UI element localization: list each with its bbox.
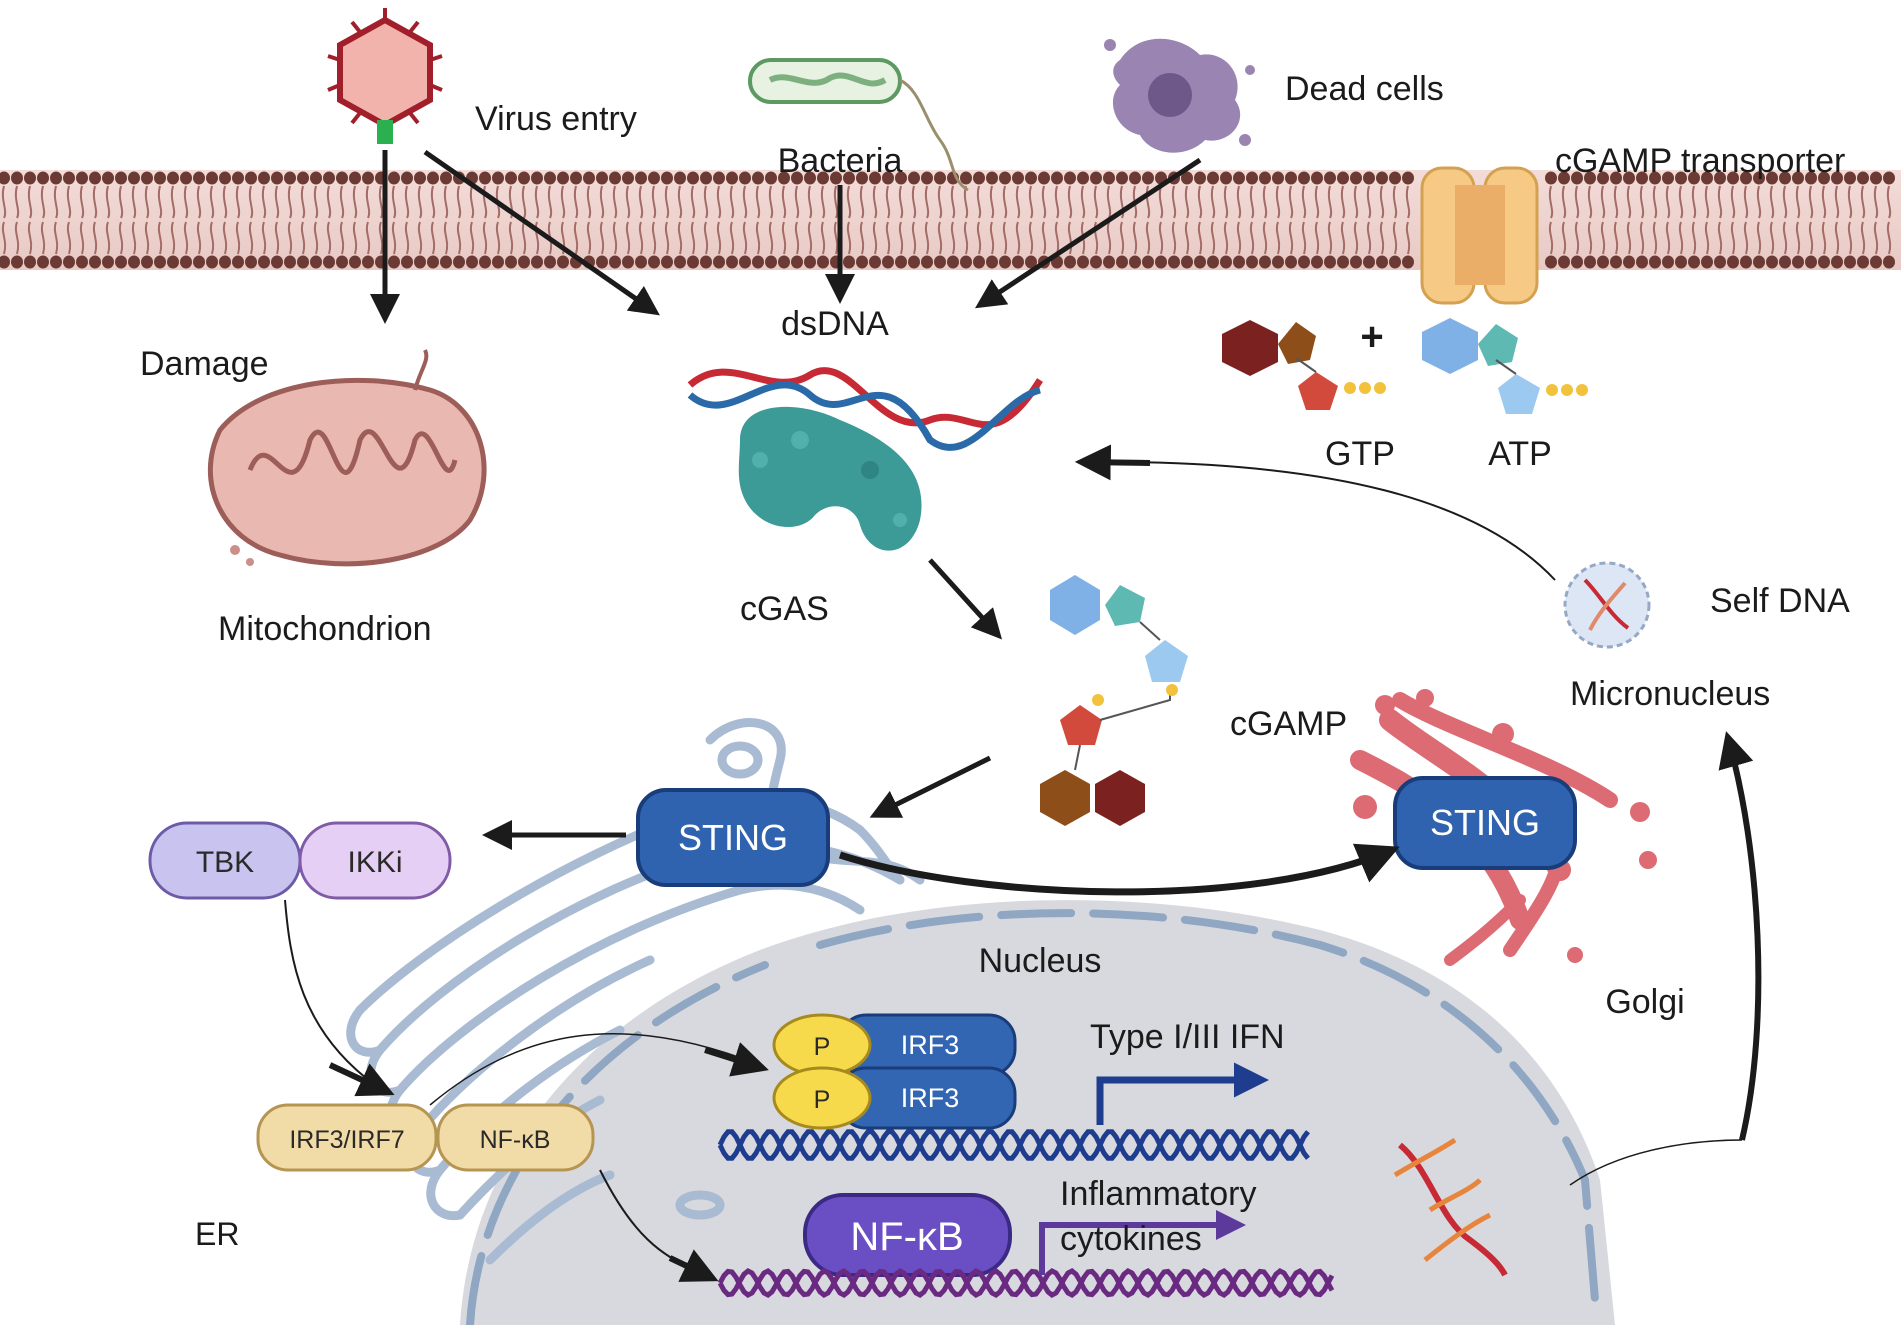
arrow-nuclear-dna-to-micronucleus [1718, 731, 1762, 1141]
sting-golgi-label: STING [1430, 802, 1540, 843]
sting-er-label: STING [678, 817, 788, 858]
nuclear-self-dna-icon [1393, 1137, 1508, 1277]
phospho-top-label: P [814, 1033, 831, 1061]
cgas-label: cGAS [740, 590, 829, 628]
dsdna-icon [687, 367, 1043, 451]
damage-label: Damage [140, 345, 269, 383]
irf3-dimer: IRF3 IRF3 P P [772, 1013, 1017, 1130]
nfkb-nucleus-node: NF-κB [803, 1193, 1012, 1277]
arrow-cgamp-to-sting [869, 755, 992, 818]
arrow-cgas-to-cgamp [928, 558, 1003, 640]
nfkb-cytoplasm-node: NF-κB [436, 1103, 595, 1172]
self-dna-label: Self DNA [1710, 582, 1850, 620]
irf3-bottom-label: IRF3 [901, 1083, 960, 1113]
cgas-protein-icon [738, 406, 922, 551]
dead-cells-label: Dead cells [1285, 70, 1444, 108]
arrow-irf3-to-nucleus-head [704, 1042, 769, 1077]
atp-molecule-icon [1422, 318, 1588, 414]
virus-icon [327, 8, 443, 144]
bacteria-label: Bacteria [778, 142, 903, 180]
bacteria-icon [748, 58, 969, 192]
tbk-label: TBK [196, 846, 254, 879]
arrow-micronucleus-to-cgas-line [1089, 460, 1556, 581]
nfkb-nucleus-label: NF-κB [850, 1215, 963, 1259]
ifn-gene-dna [717, 1129, 1310, 1161]
golgi-vesicles [1353, 689, 1657, 963]
arrow-irf3-to-nucleus-line [429, 1032, 761, 1106]
tbk-node: TBK [148, 821, 302, 900]
ikki-label: IKKi [347, 846, 402, 879]
virus-entry-label: Virus entry [475, 100, 637, 138]
arrow-tbk-to-irf3-head [328, 1062, 395, 1097]
pathway-arrows [284, 149, 1762, 1282]
cgamp-transporter-label: cGAMP transporter [1555, 142, 1845, 180]
cgamp-molecule-icon [1040, 575, 1188, 826]
gtp-label: GTP [1325, 435, 1395, 473]
nucleus-label: Nucleus [979, 942, 1102, 980]
micronucleus-icon [1563, 561, 1651, 649]
cytokines-label: cytokines [1060, 1220, 1202, 1258]
ikki-node: IKKi [298, 821, 452, 900]
type-ifn-label: Type I/III IFN [1090, 1018, 1285, 1056]
phospho-bottom-label: P [814, 1086, 831, 1114]
ifn-transcription-arrow [1096, 1062, 1269, 1125]
plus-sign: + [1360, 315, 1383, 359]
irf3-irf7-label: IRF3/IRF7 [289, 1126, 404, 1154]
gtp-molecule-icon [1222, 320, 1386, 410]
atp-label: ATP [1488, 435, 1552, 473]
sting-er-node: STING [636, 788, 830, 887]
arrow-virus-to-dsdna [423, 149, 660, 316]
mitochondrion-icon [207, 349, 487, 567]
nfkb-cytoplasm-label: NF-κB [480, 1126, 551, 1154]
inflammatory-label: Inflammatory [1060, 1175, 1257, 1213]
mitochondrion-label: Mitochondrion [218, 610, 432, 648]
arrow-deadcells-to-dsdna [974, 157, 1202, 309]
arrow-micronucleus-to-cgas-head [1074, 444, 1151, 481]
arrow-sting-er-to-golgi [838, 843, 1400, 896]
arrow-nfkb-to-nucleus-head [668, 1249, 719, 1282]
arrow-tbk-to-irf3-line [284, 899, 376, 1086]
micronucleus-label: Micronucleus [1570, 675, 1770, 713]
cgamp-label: cGAMP [1230, 705, 1347, 743]
er-label: ER [195, 1216, 239, 1252]
dead-cell-icon [1104, 38, 1255, 153]
golgi-label: Golgi [1605, 983, 1684, 1021]
irf3-irf7-node: IRF3/IRF7 [256, 1103, 438, 1172]
irf3-top-label: IRF3 [901, 1030, 960, 1060]
cytokine-gene-dna [717, 1268, 1335, 1298]
dsdna-label: dsDNA [781, 305, 889, 343]
cgamp-transporter-icon [1420, 166, 1539, 305]
cytokine-transcription-arrow [1039, 1210, 1246, 1275]
plasma-membrane [0, 170, 1901, 270]
line-nucleus-to-micronucleus [1569, 1139, 1743, 1186]
sting-golgi-node: STING [1393, 776, 1577, 870]
